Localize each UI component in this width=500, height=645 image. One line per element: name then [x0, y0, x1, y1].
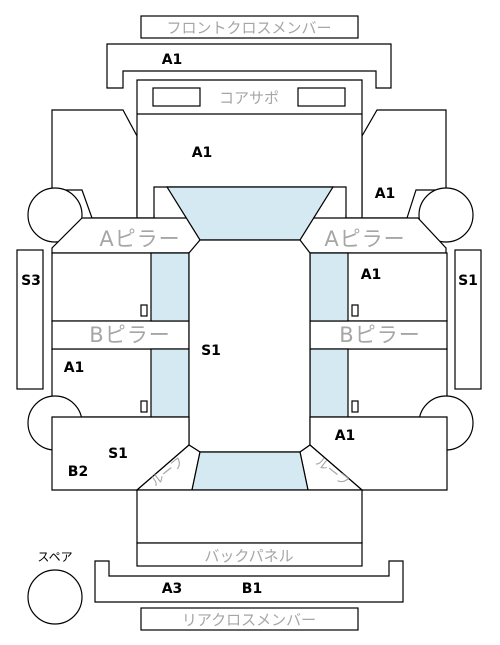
rear-window[interactable] [191, 451, 309, 491]
spare-tire[interactable] [27, 569, 83, 625]
rear-cross-member-left-grade: A3 [162, 581, 183, 597]
right-front-wheel[interactable] [418, 187, 474, 243]
left-b-pillar[interactable] [51, 320, 190, 350]
left-rear-door-handle [140, 400, 148, 413]
left-front-door-handle [140, 304, 148, 317]
left-front-window[interactable] [150, 252, 190, 322]
right-rocker-grade: S1 [458, 273, 478, 289]
front-cross-member-grade: A1 [162, 52, 183, 68]
right-rear-window[interactable] [309, 348, 349, 418]
rear-cross-member-right-grade: B1 [242, 581, 262, 597]
roof-grade: S1 [201, 343, 221, 359]
core-support-right-box [297, 87, 346, 107]
left-rear-door-grade: A1 [64, 360, 85, 376]
right-b-pillar-label: Bピラー [339, 323, 420, 347]
left-b-pillar-label: Bピラー [89, 323, 170, 347]
right-rear-quarter-grade: A1 [335, 428, 356, 444]
front-cross-member-label: フロントクロスメンバー [166, 19, 331, 37]
left-rocker-panel[interactable] [16, 249, 44, 390]
rear-cross-member-bar[interactable] [94, 560, 404, 603]
left-rear-window[interactable] [150, 348, 190, 418]
left-front-wheel[interactable] [27, 187, 83, 243]
right-rocker-panel[interactable] [454, 249, 482, 390]
front-cross-member-box[interactable] [140, 15, 359, 39]
right-fender-grade: A1 [375, 186, 396, 202]
left-a-pillar-label: Aピラー [99, 227, 180, 251]
front-cross-member-bar[interactable] [106, 43, 392, 89]
left-corner-grade: B2 [68, 464, 88, 480]
right-front-door-grade: A1 [361, 267, 382, 283]
back-panel[interactable] [136, 542, 363, 567]
core-support-left-box [152, 87, 201, 107]
right-rear-door-handle [351, 400, 359, 413]
right-front-window[interactable] [309, 252, 349, 322]
trunk-lid[interactable] [136, 489, 363, 544]
rear-cross-member-box[interactable] [140, 607, 359, 631]
spare-label: スペア [37, 550, 72, 564]
right-front-door-handle [351, 304, 359, 317]
hood-grade: A1 [192, 145, 213, 161]
rear-cross-member-label: リアクロスメンバー [182, 611, 316, 629]
right-a-pillar-label: Aピラー [324, 227, 405, 251]
right-rear-quarter[interactable] [309, 416, 448, 491]
left-rear-quarter-grade: S1 [108, 446, 128, 462]
left-rocker-grade: S3 [21, 273, 41, 289]
core-support-label: コアサポ [219, 89, 279, 107]
back-panel-label: バックパネル [204, 547, 293, 565]
